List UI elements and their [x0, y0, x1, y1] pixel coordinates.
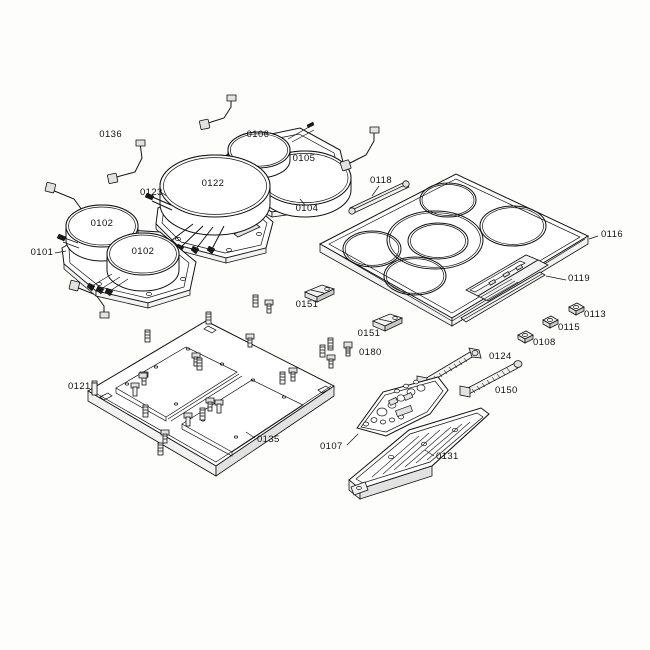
part-label-0151-a: 0151 [296, 299, 319, 310]
support-rail-0131: 0131 [348, 407, 490, 500]
part-label-0119: 0119 [568, 273, 590, 284]
part-label-0180: 0180 [359, 347, 382, 358]
burner-assembly-0101: 0102 0102 0101 [31, 204, 197, 309]
stud-bolt-0180: 0180 [343, 341, 382, 358]
terminal-block-0113: 0113 [568, 302, 606, 320]
retaining-clip-0151-a: 0151 [296, 284, 336, 310]
cooktop-burner-zones [342, 182, 547, 296]
part-label-0151-b: 0151 [358, 328, 381, 339]
part-label-0101: 0101 [31, 247, 54, 258]
part-label-0135: 0135 [257, 434, 280, 445]
part-label-0136: 0136 [99, 129, 122, 140]
control-terminal-board-0107: 0107 [320, 376, 449, 452]
retaining-rod-group: 0118 [348, 175, 410, 215]
part-label-0108: 0108 [533, 337, 556, 348]
part-label-0116: 0116 [601, 229, 623, 240]
part-label-0106: 0106 [247, 129, 270, 140]
part-label-0131: 0131 [436, 451, 459, 462]
part-label-0104: 0104 [296, 203, 319, 214]
wire-bracket-upper-right-b [339, 126, 380, 172]
retaining-clip-0151-b: 0151 [358, 313, 404, 339]
part-label-0102-a: 0102 [91, 218, 114, 229]
part-label-0150: 0150 [495, 385, 518, 396]
part-label-0102-b: 0102 [132, 246, 155, 257]
threaded-rod-0150: 0150 [459, 360, 523, 398]
edge-trim-rail-group: 0119 [460, 271, 590, 323]
chassis-fasteners [91, 294, 336, 456]
part-label-0107: 0107 [320, 441, 343, 452]
part-label-0118: 0118 [370, 175, 392, 186]
part-label-0122: 0122 [202, 178, 225, 189]
part-label-0105: 0105 [293, 153, 316, 164]
fastener-set-0121: 0121 [68, 372, 148, 396]
part-label-0113: 0113 [584, 309, 606, 320]
wire-bracket-upper-right-a [199, 94, 237, 130]
part-label-0121: 0121 [68, 381, 91, 392]
wire-bracket-0136: 0136 [99, 129, 146, 184]
part-label-0124: 0124 [489, 351, 512, 362]
spacer-sleeve-near-0180 [327, 337, 334, 351]
cooktop-panel-group: 0116 [318, 173, 623, 327]
terminal-block-0115: 0115 [542, 315, 580, 333]
heating-element-0102-b [106, 232, 180, 292]
terminal-block-0108: 0108 [517, 330, 556, 348]
part-label-0115: 0115 [558, 322, 580, 333]
part-label-0123: 0123 [140, 187, 163, 198]
support-chassis-0135: 0135 [87, 320, 335, 477]
wire-bracket-left-b [68, 279, 110, 319]
control-strip [465, 254, 549, 303]
